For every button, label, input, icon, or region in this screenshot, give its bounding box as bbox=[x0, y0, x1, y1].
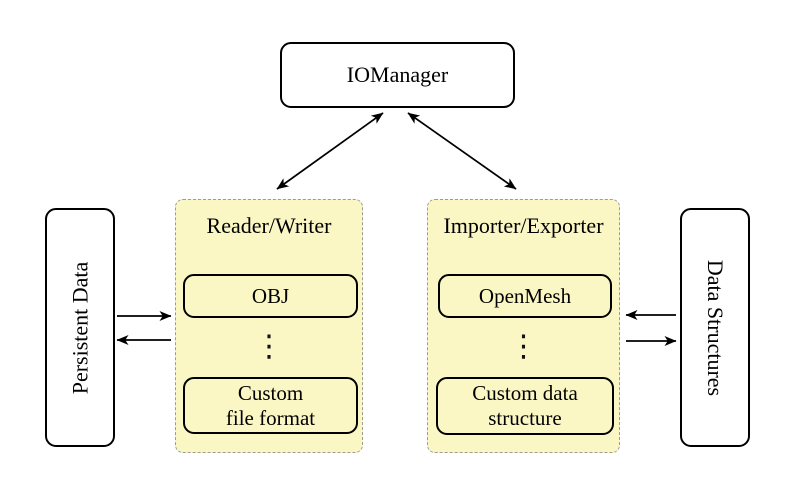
persistent-data-label: Persistent Data bbox=[67, 261, 92, 394]
vertical-dots-icon: ⋮ bbox=[254, 329, 284, 364]
openmesh-label: OpenMesh bbox=[478, 283, 572, 308]
arrow-iomanager-importerexporter bbox=[407, 112, 517, 190]
importer-exporter-title: Importer/Exporter bbox=[443, 213, 604, 238]
custom-file-format-line1: Custom bbox=[237, 380, 304, 405]
openmesh-box: OpenMesh bbox=[438, 274, 612, 318]
obj-label: OBJ bbox=[251, 283, 290, 308]
custom-data-structure-box: Custom data structure bbox=[436, 377, 614, 435]
importer-exporter-group: Importer/Exporter OpenMesh ⋮ Custom data… bbox=[427, 199, 620, 453]
custom-file-format-line2: file format bbox=[225, 405, 316, 430]
obj-box: OBJ bbox=[183, 274, 358, 318]
custom-file-format-box: Custom file format bbox=[183, 377, 358, 434]
data-structures-label: Data Structures bbox=[703, 259, 729, 396]
iomanager-box: IOManager bbox=[280, 42, 515, 108]
arrow-iomanager-readerwriter bbox=[276, 112, 384, 190]
custom-data-structure-line1: Custom data bbox=[472, 381, 578, 405]
iomanager-label: IOManager bbox=[346, 62, 449, 87]
custom-data-structure-line2: structure bbox=[488, 406, 562, 430]
reader-writer-title: Reader/Writer bbox=[206, 213, 332, 238]
persistent-data-box: Persistent Data bbox=[45, 208, 115, 447]
reader-writer-group: Reader/Writer OBJ ⋮ Custom file format bbox=[175, 199, 363, 453]
vertical-dots-icon: ⋮ bbox=[508, 329, 539, 364]
data-structures-box: Data Structures bbox=[680, 208, 750, 447]
